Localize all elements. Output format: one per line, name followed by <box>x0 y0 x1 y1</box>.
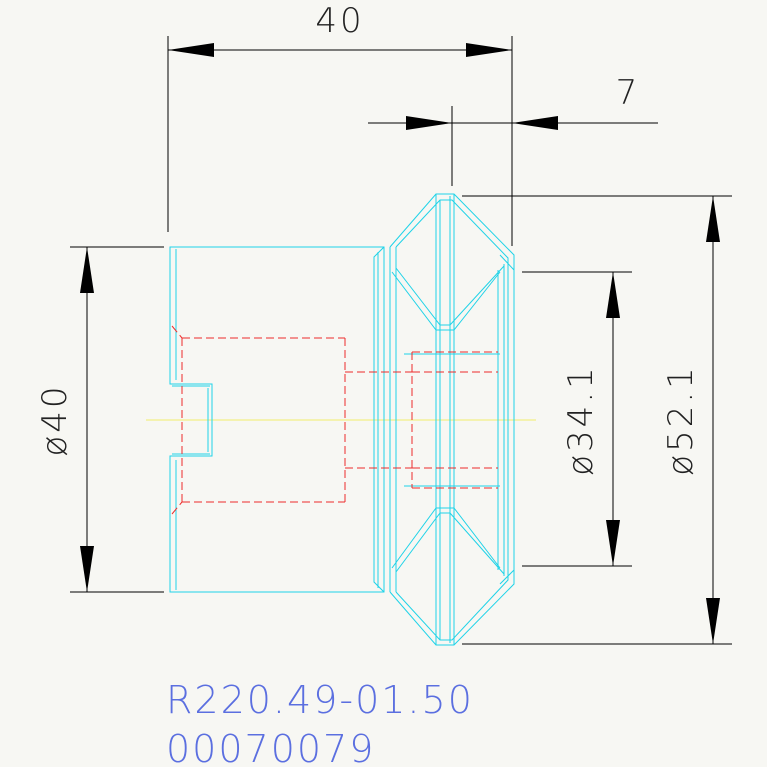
dimension-bore-diameter: ø40 <box>35 246 164 593</box>
dimension-bore-diameter-label: ø40 <box>35 383 75 456</box>
dimension-length-label: 40 <box>315 1 364 41</box>
hidden-lines <box>171 325 498 515</box>
part-number: R220.49-01.50 <box>166 678 474 722</box>
dimension-length: 40 <box>167 1 513 246</box>
dimension-inner-diameter-label: ø34.1 <box>561 364 601 476</box>
part-code: 00070079 <box>166 727 375 767</box>
dimension-outer-diameter: ø52.1 <box>462 195 732 645</box>
dimension-flange-width: 7 <box>368 73 658 186</box>
dimension-outer-diameter-label: ø52.1 <box>661 364 701 476</box>
dimension-inner-diameter: ø34.1 <box>522 271 632 567</box>
part-outline <box>169 193 515 646</box>
dimension-flange-width-label: 7 <box>616 73 641 113</box>
